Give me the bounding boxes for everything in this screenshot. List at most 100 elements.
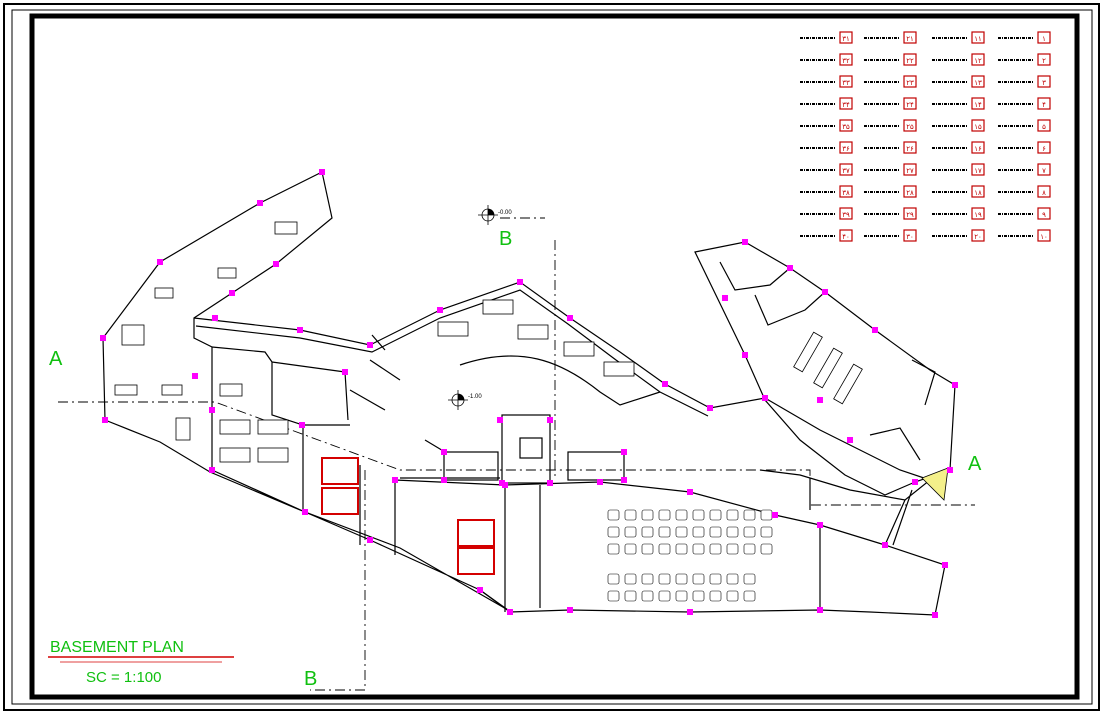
seat — [607, 590, 620, 602]
legend-number: ۱۴ — [974, 101, 982, 109]
hatched-blocks — [321, 457, 495, 575]
legend-item: ۲۸ — [864, 185, 917, 198]
column-node — [597, 479, 603, 485]
legend-item: ۱۴ — [932, 97, 985, 110]
column-node — [547, 480, 553, 486]
legend-number: ۶ — [1042, 145, 1046, 153]
column-node — [822, 289, 828, 295]
legend-number: ۱۹ — [974, 211, 982, 219]
legend-item: ۳ — [998, 75, 1051, 88]
seat — [624, 573, 637, 585]
legend-item: ۲۱ — [864, 31, 917, 44]
column-node — [477, 587, 483, 593]
seat — [658, 590, 671, 602]
seat — [726, 509, 739, 521]
legend-item: ۳۰ — [864, 229, 917, 242]
legend-number: ۳۵ — [842, 123, 850, 131]
seat — [709, 590, 722, 602]
legend-number: ۳۰ — [906, 233, 914, 241]
legend-number: ۲۹ — [906, 211, 914, 219]
drawing-border — [29, 13, 1080, 700]
table — [437, 321, 469, 337]
curved-walkway — [459, 355, 661, 406]
seat — [760, 526, 773, 538]
legend-item: ۲۷ — [864, 163, 917, 176]
column-node — [621, 477, 627, 483]
seat — [709, 526, 722, 538]
seat — [709, 543, 722, 555]
column-node — [441, 449, 447, 455]
legend-number: ۲۰ — [974, 233, 982, 241]
lobby-lines — [349, 334, 446, 453]
seat — [692, 590, 705, 602]
legend-item: ۲۴ — [864, 97, 917, 110]
bench — [793, 331, 823, 373]
column-node — [942, 562, 948, 568]
legend-number: ۱۵ — [974, 123, 982, 131]
level-label-top: -0.00 — [498, 210, 512, 216]
legend-number: ۲۱ — [906, 35, 914, 43]
gym-equipment — [217, 267, 237, 279]
column-node — [392, 477, 398, 483]
column-node — [507, 609, 513, 615]
seat — [743, 509, 756, 521]
column-node — [437, 307, 443, 313]
seat — [726, 590, 739, 602]
legend-item: ۲۳ — [864, 75, 917, 88]
legend-item: ۲۵ — [864, 119, 917, 132]
legend-item: ۳۷ — [800, 163, 853, 176]
column-node — [517, 279, 523, 285]
gym-equipment — [175, 417, 191, 441]
stair-core — [501, 414, 551, 484]
bench — [813, 347, 843, 389]
legend-number: ۳۴ — [842, 101, 850, 109]
legend-number: ۲۵ — [906, 123, 914, 131]
legend-number: ۲ — [1042, 57, 1046, 65]
column-node — [157, 259, 163, 265]
legend-item: ۷ — [998, 163, 1051, 176]
column-node — [742, 239, 748, 245]
column-node — [762, 395, 768, 401]
column-node — [687, 609, 693, 615]
table — [219, 419, 251, 435]
gym-equipment — [114, 384, 138, 396]
column-node — [847, 437, 853, 443]
seat — [709, 509, 722, 521]
column-node — [319, 169, 325, 175]
seat — [675, 573, 688, 585]
legend-item: ۳۹ — [800, 207, 853, 220]
legend-number: ۳۲ — [842, 57, 850, 65]
furniture — [114, 221, 863, 463]
legend-item: ۱۹ — [932, 207, 985, 220]
legend-number: ۱۳ — [974, 79, 982, 87]
column-node — [342, 369, 348, 375]
section-label-a-left: A — [49, 348, 63, 370]
column-node — [722, 295, 728, 301]
seat — [624, 509, 637, 521]
legend-number: ۲۸ — [906, 189, 914, 197]
bench — [833, 363, 863, 405]
section-line-b — [310, 217, 556, 691]
legend-item: ۲۰ — [932, 229, 985, 242]
legend-item: ۵ — [998, 119, 1051, 132]
level-marker-top: -0.00 — [478, 205, 512, 225]
section-label-a-right: A — [968, 453, 982, 475]
column-node — [932, 612, 938, 618]
table — [603, 361, 635, 377]
hatched-block — [321, 457, 359, 485]
plan-title: BASEMENT PLAN — [50, 639, 184, 656]
column-node — [212, 315, 218, 321]
gym-equipment — [121, 324, 145, 346]
seat — [675, 543, 688, 555]
column-node — [367, 537, 373, 543]
seat — [675, 590, 688, 602]
column-node — [273, 261, 279, 267]
legend-item: ۳۳ — [800, 75, 853, 88]
legend-number: ۳۹ — [842, 211, 850, 219]
legend-number: ۷ — [1042, 167, 1046, 175]
seat — [726, 526, 739, 538]
seat — [624, 590, 637, 602]
column-node — [947, 467, 953, 473]
legend-item: ۴ — [998, 97, 1051, 110]
section-lines — [58, 217, 975, 691]
